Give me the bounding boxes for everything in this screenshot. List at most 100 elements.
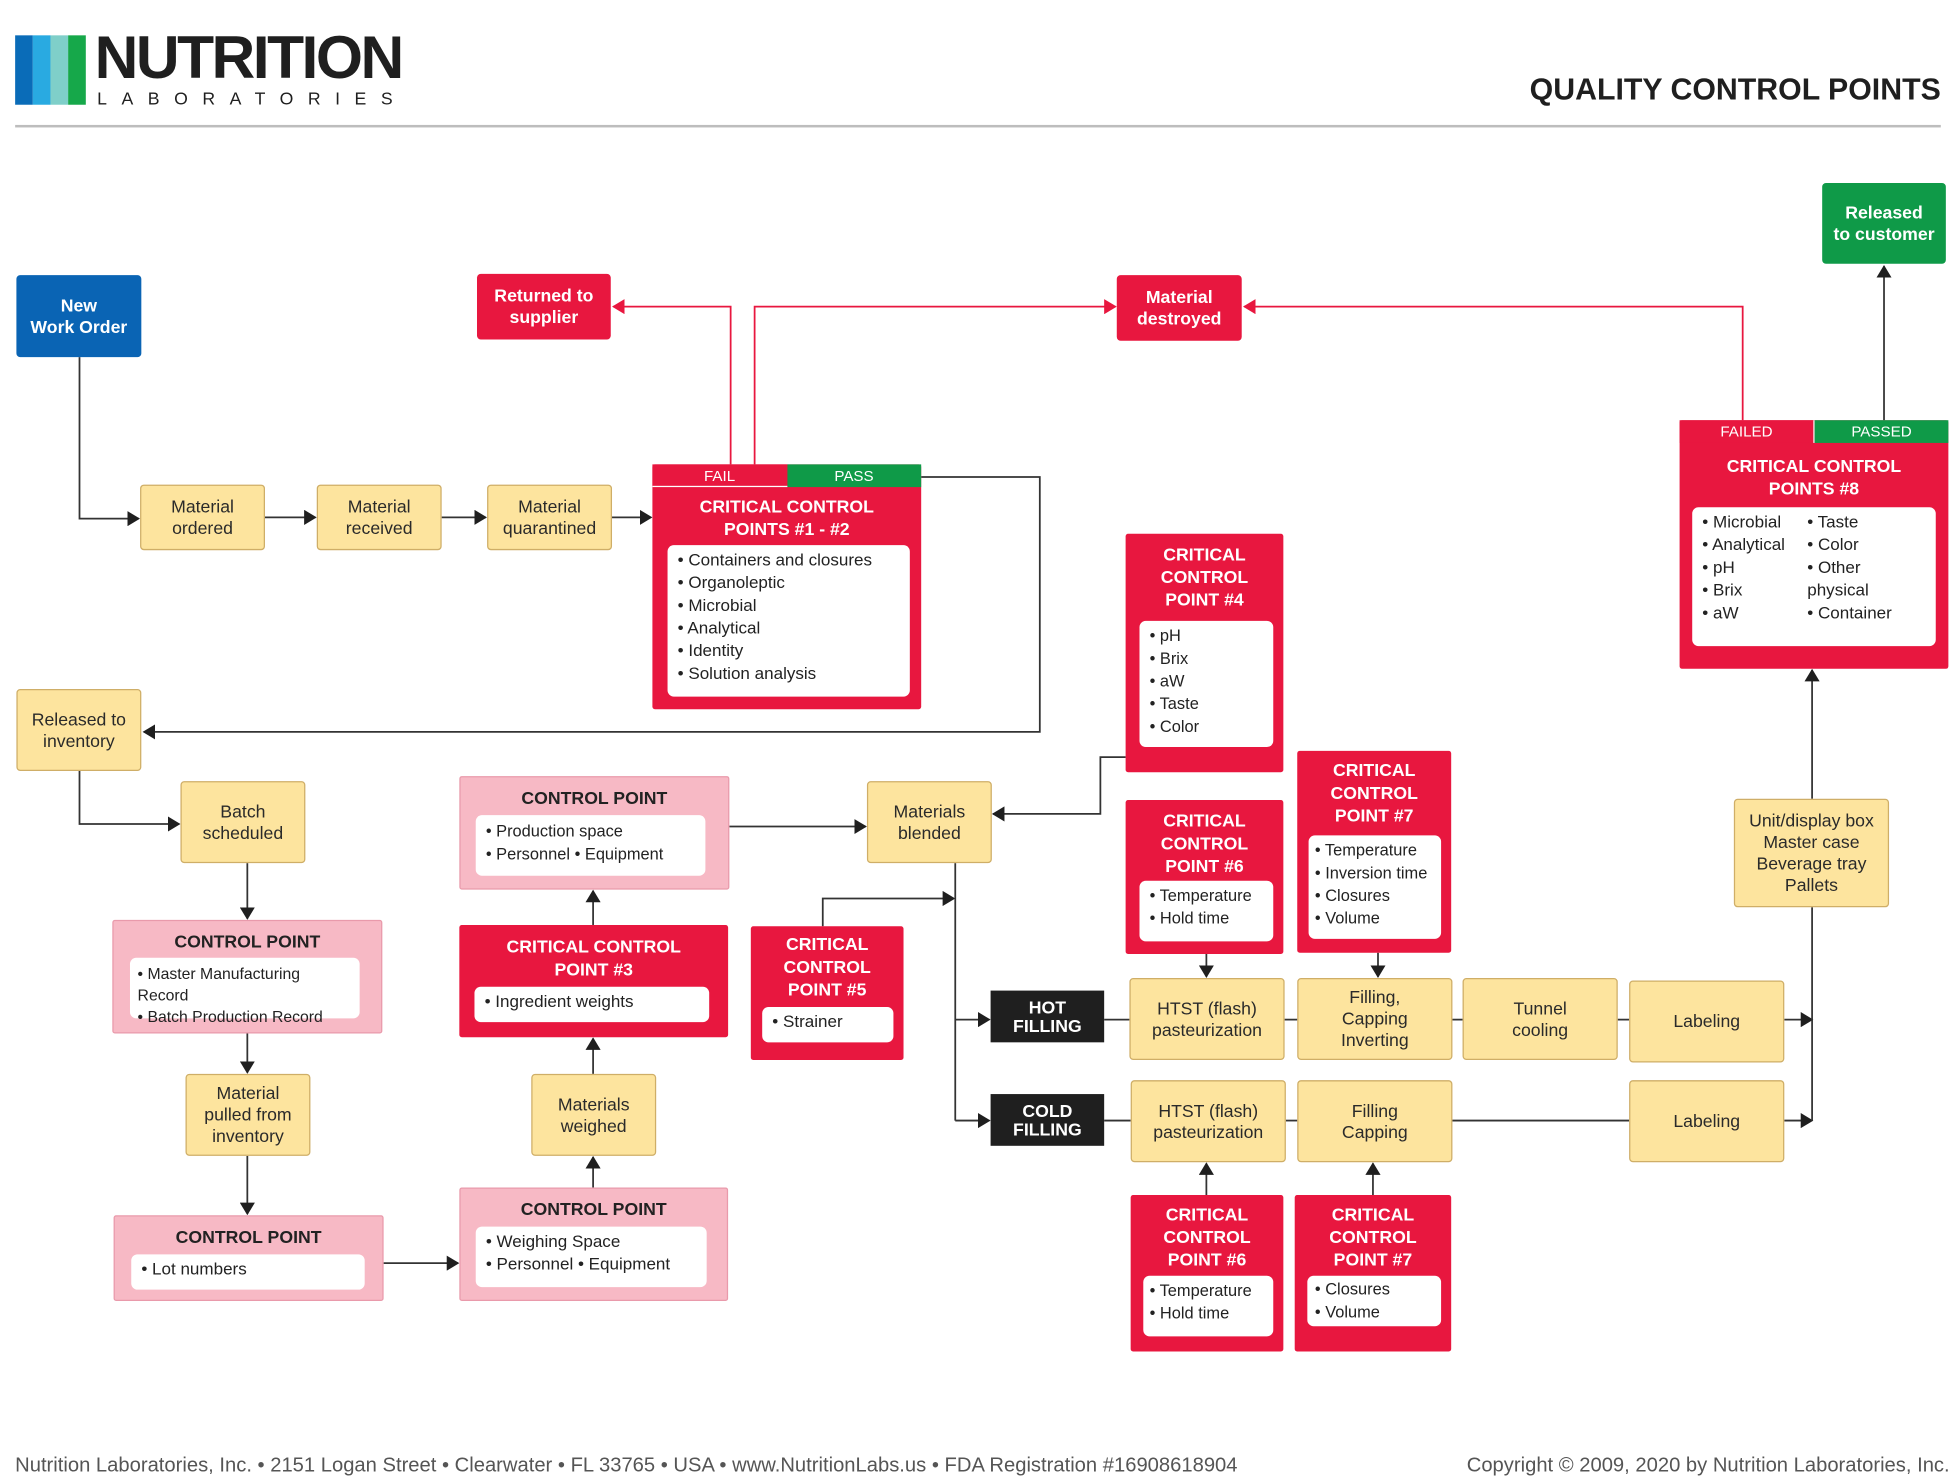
items-right: TasteColorOther physicalContainer xyxy=(1807,511,1925,642)
returned-to-supplier: Returned to supplier xyxy=(476,273,611,340)
packaging-node: Unit/display box Master case Beverage tr… xyxy=(1733,798,1890,908)
point-items: TemperatureInversion timeClosuresVolume xyxy=(1308,835,1442,939)
point-items: ClosuresVolume xyxy=(1307,1275,1442,1327)
point-title: CRITICAL CONTROL POINT #5 xyxy=(783,933,871,1000)
point-items: Master Manufacturing RecordBatch Product… xyxy=(129,957,360,1026)
cold-filling: COLD FILLING xyxy=(990,1094,1105,1146)
list-item: aW xyxy=(1702,602,1807,625)
logo-subtitle: LABORATORIES xyxy=(97,88,408,109)
list-item: Hold time xyxy=(1150,1302,1267,1325)
ccp-7-cold: CRITICAL CONTROL POINT #7 ClosuresVolume xyxy=(1294,1195,1452,1352)
materials-blended: Materials blended xyxy=(866,781,992,864)
ccp-6-cold: CRITICAL CONTROL POINT #6 TemperatureHol… xyxy=(1130,1195,1284,1352)
point-title: CONTROL POINT xyxy=(174,931,321,952)
released-to-inventory: Released to inventory xyxy=(16,688,142,772)
released-to-customer: Released to customer xyxy=(1822,182,1946,264)
list-item: Brix xyxy=(1702,579,1807,602)
list-item: pH xyxy=(1150,625,1264,648)
point-title: CONTROL POINT xyxy=(520,1198,667,1219)
list-item: Temperature xyxy=(1150,885,1264,908)
list-item: Personnel • Equipment xyxy=(486,1253,697,1276)
connector xyxy=(821,890,956,927)
connector xyxy=(78,771,181,832)
point-title: CRITICAL CONTROL POINT #7 xyxy=(1330,759,1418,826)
list-item: Containers and closures xyxy=(678,549,900,572)
logo-bars-icon xyxy=(15,35,86,105)
labeling-cold: Labeling xyxy=(1629,1080,1785,1163)
control-point-production: CONTROL POINT Production spacePersonnel … xyxy=(459,776,730,890)
point-items: TemperatureHold time xyxy=(1139,880,1274,942)
list-item: Inversion time xyxy=(1315,862,1435,885)
filling-capping-inverting: Filling, Capping Inverting xyxy=(1297,977,1453,1060)
control-point-lot-numbers: CONTROL POINT Lot numbers xyxy=(113,1215,384,1302)
list-item: Organoleptic xyxy=(678,572,900,595)
batch-scheduled: Batch scheduled xyxy=(180,781,306,864)
page-title: QUALITY CONTROL POINTS xyxy=(1529,73,1941,108)
htst-pasteurization-hot: HTST (flash) pasteurization xyxy=(1129,977,1285,1060)
list-item: Volume xyxy=(1315,1301,1434,1324)
material-destroyed: Material destroyed xyxy=(1116,275,1242,341)
list-item: Solution analysis xyxy=(678,662,900,685)
point-items: Lot numbers xyxy=(131,1254,365,1290)
list-item: Container xyxy=(1807,602,1925,625)
list-item: Closures xyxy=(1315,1278,1434,1301)
point-items: Production spacePersonnel • Equipment xyxy=(475,815,706,876)
point-items: pHBrixaWTasteColor xyxy=(1139,620,1274,748)
ccp-5: CRITICAL CONTROL POINT #5 Strainer xyxy=(750,926,904,1060)
list-item: Lot numbers xyxy=(141,1258,354,1281)
list-item: Temperature xyxy=(1315,839,1435,862)
point-items: Ingredient weights xyxy=(474,986,710,1023)
list-item: Weighing Space xyxy=(486,1230,697,1253)
list-item: Personnel • Equipment xyxy=(486,843,695,866)
list-item: Identity xyxy=(678,640,900,663)
ccp-7-hot: CRITICAL CONTROL POINT #7 TemperatureInv… xyxy=(1297,750,1452,953)
point-title: CONTROL POINT xyxy=(521,787,668,808)
labeling-hot: Labeling xyxy=(1629,980,1785,1063)
ccp-6-hot: CRITICAL CONTROL POINT #6 TemperatureHol… xyxy=(1125,800,1284,954)
htst-pasteurization-cold: HTST (flash) pasteurization xyxy=(1130,1080,1286,1163)
tunnel-cooling: Tunnel cooling xyxy=(1462,977,1618,1060)
list-item: Temperature xyxy=(1150,1280,1267,1303)
list-item: Other physical xyxy=(1807,556,1925,601)
list-item: Analytical xyxy=(678,617,900,640)
footer-address: Nutrition Laboratories, Inc. • 2151 Loga… xyxy=(15,1454,1238,1477)
point-title: CRITICAL CONTROL POINTS #8 xyxy=(1726,455,1902,499)
hot-filling: HOT FILLING xyxy=(990,990,1105,1043)
control-point-records: CONTROL POINT Master Manufacturing Recor… xyxy=(112,919,383,1034)
connector xyxy=(142,476,1041,740)
logo-word: NUTRITION xyxy=(94,25,405,93)
pass-tab: PASS xyxy=(786,464,922,488)
list-item: Microbial xyxy=(1702,511,1807,534)
point-items: Strainer xyxy=(762,1006,894,1043)
point-title: CRITICAL CONTROL POINTS #1 - #2 xyxy=(699,495,874,539)
material-quarantined: Material quarantined xyxy=(487,484,613,551)
fail-connector xyxy=(753,299,1117,465)
footer-copyright: Copyright © 2009, 2020 by Nutrition Labo… xyxy=(1466,1454,1950,1477)
point-items: TemperatureHold time xyxy=(1143,1275,1274,1337)
items-left: MicrobialAnalyticalpHBrixaW xyxy=(1702,511,1807,642)
ccp-3: CRITICAL CONTROL POINT #3 Ingredient wei… xyxy=(459,924,729,1038)
fail-tab: FAIL xyxy=(652,464,787,488)
point-title: CONTROL POINT xyxy=(175,1226,322,1247)
list-item: Production space xyxy=(486,820,695,843)
list-item: Closures xyxy=(1315,885,1435,908)
point-items: Weighing SpacePersonnel • Equipment xyxy=(475,1226,707,1288)
list-item: aW xyxy=(1150,670,1264,693)
point-title: CRITICAL CONTROL POINT #6 xyxy=(1160,810,1249,876)
list-item: Taste xyxy=(1150,693,1264,716)
point-items: MicrobialAnalyticalpHBrixaW TasteColorOt… xyxy=(1692,507,1936,647)
list-item: Analytical xyxy=(1702,534,1807,557)
list-item: Color xyxy=(1807,534,1925,557)
filling-capping: Filling Capping xyxy=(1297,1080,1453,1163)
list-item: Brix xyxy=(1150,647,1264,670)
list-item: Batch Production Record xyxy=(138,1007,353,1028)
list-item: Master Manufacturing Record xyxy=(138,964,353,1007)
point-title: CRITICAL CONTROL POINT #4 xyxy=(1160,543,1249,610)
connector xyxy=(78,357,141,527)
ccp-4: CRITICAL CONTROL POINT #4 pHBrixaWTasteC… xyxy=(1125,533,1284,773)
material-received: Material received xyxy=(316,484,442,551)
